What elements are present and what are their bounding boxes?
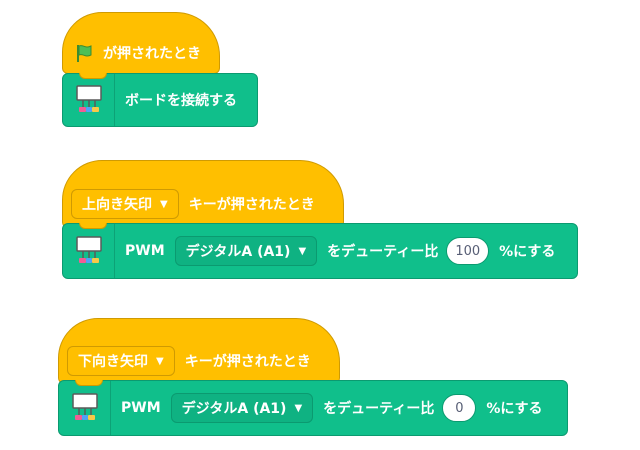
pwm-label: PWM (125, 243, 165, 259)
connect-board-label: ボードを接続する (125, 93, 237, 109)
duty-prefix-label: をデューティー比 (327, 244, 439, 260)
key-dropdown-value: 上向き矢印 (82, 197, 152, 213)
caret-down-icon: ▼ (294, 402, 303, 414)
stack-flag-connect[interactable]: が押されたとき ボードを接続する (62, 12, 262, 130)
duty-input[interactable]: 100 (446, 237, 490, 265)
key-dropdown[interactable]: 下向き矢印 ▼ (67, 346, 175, 376)
hat-label: が押されたとき (103, 46, 201, 62)
block-notch (75, 380, 103, 386)
board-icon (59, 381, 111, 435)
stack-up-arrow[interactable]: 上向き矢印 ▼ キーが押されたとき PWM デジタルA (A1) ▼ をデューテ… (62, 160, 582, 285)
block-notch (79, 223, 107, 229)
caret-down-icon: ▼ (160, 198, 168, 210)
pin-dropdown-value: デジタルA (A1) (185, 244, 291, 260)
block-notch (79, 73, 107, 79)
key-dropdown[interactable]: 上向き矢印 ▼ (71, 189, 179, 219)
key-dropdown-value: 下向き矢印 (78, 354, 148, 370)
caret-down-icon: ▼ (298, 245, 307, 257)
pin-dropdown-value: デジタルA (A1) (181, 401, 287, 417)
pwm-label: PWM (121, 400, 161, 416)
duty-prefix-label: をデューティー比 (323, 401, 435, 417)
duty-suffix-label: %にする (499, 244, 556, 260)
duty-suffix-label: %にする (486, 401, 543, 417)
connect-board-block[interactable]: ボードを接続する (62, 73, 258, 127)
board-icon (63, 74, 115, 126)
pin-dropdown[interactable]: デジタルA (A1) ▼ (174, 236, 318, 266)
board-icon (63, 224, 115, 278)
when-flag-clicked-hat[interactable]: が押されたとき (62, 12, 220, 74)
when-key-pressed-hat[interactable]: 下向き矢印 ▼ キーが押されたとき (58, 318, 340, 384)
hat-label: キーが押されたとき (184, 354, 311, 370)
stack-down-arrow[interactable]: 下向き矢印 ▼ キーが押されたとき PWM デジタルA (A1) ▼ をデューテ… (58, 318, 578, 443)
pwm-block[interactable]: PWM デジタルA (A1) ▼ をデューティー比 0 %にする (58, 380, 568, 436)
hat-label: キーが押されたとき (188, 197, 315, 213)
when-key-pressed-hat[interactable]: 上向き矢印 ▼ キーが押されたとき (62, 160, 344, 228)
green-flag-icon (73, 42, 95, 64)
pin-dropdown[interactable]: デジタルA (A1) ▼ (170, 393, 314, 423)
caret-down-icon: ▼ (156, 355, 164, 367)
pwm-block[interactable]: PWM デジタルA (A1) ▼ をデューティー比 100 %にする (62, 223, 578, 279)
duty-input[interactable]: 0 (442, 394, 477, 422)
